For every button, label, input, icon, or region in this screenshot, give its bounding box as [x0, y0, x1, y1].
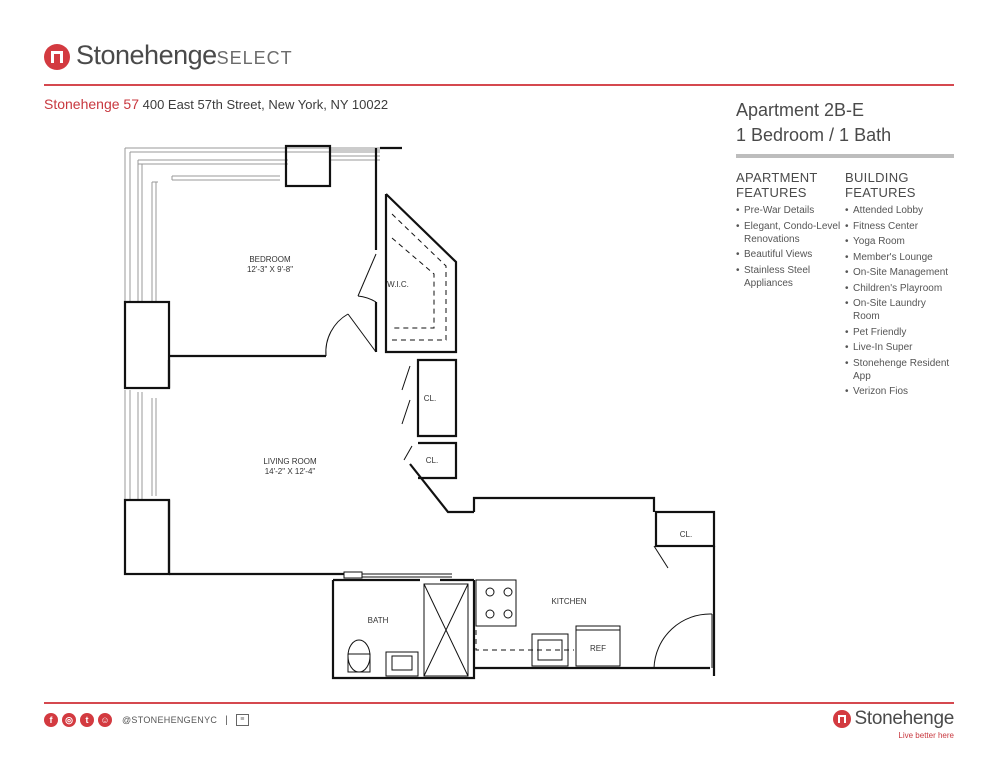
kitchen-fixtures [475, 579, 621, 667]
footer-divider [44, 702, 954, 704]
feature-item: Attended Lobby [845, 204, 955, 217]
kitchen-label: KITCHEN [551, 597, 586, 606]
closet-label: CL. [680, 530, 692, 539]
feature-item: Yoga Room [845, 235, 955, 248]
bedroom-dims: 12'-3" X 9'-8" [247, 265, 293, 274]
header-divider [44, 84, 954, 86]
title-divider [736, 154, 954, 158]
twitter-icon[interactable]: t [80, 713, 94, 727]
social-links: f ◎ t ☺ @STONEHENGENYC | ≡ [44, 712, 249, 728]
bath-label: BATH [368, 616, 389, 625]
feature-item: On-Site Management [845, 266, 955, 279]
feature-item: Children's Playroom [845, 282, 955, 295]
facebook-icon[interactable]: f [44, 713, 58, 727]
bath-fixtures [343, 571, 469, 677]
bldg-heading-line2: FEATURES [845, 185, 916, 200]
tagline: Live better here [898, 731, 954, 740]
living-room-dims: 14'-2" X 12'-4" [265, 467, 316, 476]
footer-separator: | [225, 714, 228, 726]
footer-brand: Stonehenge [854, 708, 955, 729]
brand-title: StonehengeSELECT [76, 40, 293, 71]
feature-item: Verizon Fios [845, 385, 955, 398]
instagram-icon[interactable]: ◎ [62, 713, 76, 727]
feature-item: Beautiful Views [736, 248, 846, 261]
stonehenge-logo-icon [832, 710, 851, 728]
bedroom-label: BEDROOM [249, 255, 291, 264]
brand-suffix: SELECT [216, 48, 293, 68]
apartment-unit: Apartment 2B-E [736, 100, 865, 120]
apartment-layout: 1 Bedroom / 1 Bath [736, 125, 892, 145]
footer-logo: Stonehenge Live better here [832, 708, 955, 740]
apt-heading-line1: APARTMENT [736, 170, 818, 185]
brand-name: Stonehenge [76, 40, 217, 70]
social-handle[interactable]: @STONEHENGENYC [122, 715, 218, 725]
feature-item: On-Site Laundry Room [845, 297, 955, 323]
feature-item: Stonehenge Resident App [845, 357, 955, 383]
apt-heading-line2: FEATURES [736, 185, 807, 200]
closet-label: CL. [424, 394, 436, 403]
plan-walls [123, 144, 716, 680]
apartment-features: APARTMENT FEATURES Pre-War Details Elega… [736, 170, 846, 292]
feature-item: Pre-War Details [736, 204, 846, 217]
equal-housing-icon: ≡ [235, 714, 249, 726]
apartment-features-heading: APARTMENT FEATURES [736, 170, 846, 200]
building-features: BUILDING FEATURES Attended Lobby Fitness… [845, 170, 955, 401]
building-features-heading: BUILDING FEATURES [845, 170, 955, 200]
building-name: Stonehenge 57 [44, 96, 139, 112]
wic-label: W.I.C. [387, 280, 409, 289]
bldg-heading-line1: BUILDING [845, 170, 909, 185]
feature-item: Member's Lounge [845, 251, 955, 264]
feature-item: Fitness Center [845, 220, 955, 233]
feature-item: Elegant, Condo-Level Renovations [736, 220, 846, 246]
snapchat-icon[interactable]: ☺ [98, 713, 112, 727]
living-room-label: LIVING ROOM [263, 457, 317, 466]
building-info: Stonehenge 57 400 East 57th Street, New … [44, 96, 388, 112]
feature-item: Live-In Super [845, 341, 955, 354]
apartment-title: Apartment 2B-E 1 Bedroom / 1 Bath [736, 98, 891, 148]
ref-label: REF [590, 644, 606, 653]
door-swings [325, 253, 713, 669]
closet-label: CL. [426, 456, 438, 465]
building-address: 400 East 57th Street, New York, NY 10022 [142, 97, 389, 112]
feature-item: Stainless Steel Appliances [736, 264, 846, 290]
stonehenge-logo-icon [44, 44, 70, 70]
feature-item: Pet Friendly [845, 326, 955, 339]
